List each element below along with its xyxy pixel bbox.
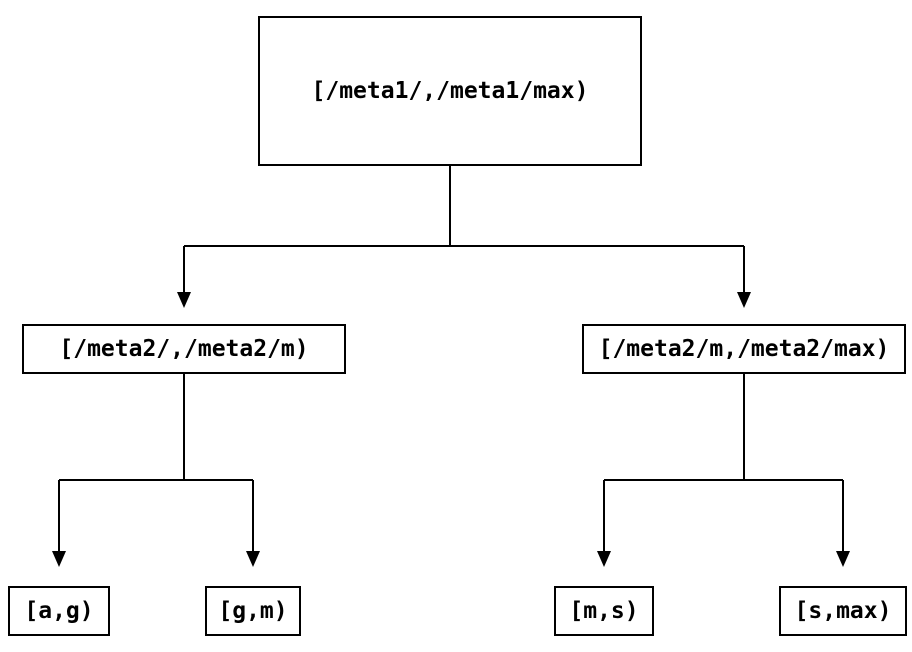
arrowhead-down-icon [52, 551, 66, 567]
tree-leaf-smax-label: [s,max) [794, 598, 892, 624]
tree-leaf-ms-label: [m,s) [569, 598, 639, 624]
tree-leaf-gm: [g,m) [205, 586, 301, 636]
arrowhead-down-icon [597, 551, 611, 567]
tree-node-meta2-left: [/meta2/,/meta2/m) [22, 324, 346, 374]
tree-node-meta2-right: [/meta2/m,/meta2/max) [582, 324, 906, 374]
arrowhead-down-icon [836, 551, 850, 567]
tree-node-root-label: [/meta1/,/meta1/max) [311, 78, 589, 104]
arrowhead-down-icon [246, 551, 260, 567]
edge-left-children [58, 374, 254, 551]
tree-node-root: [/meta1/,/meta1/max) [258, 16, 642, 166]
tree-node-meta2-left-label: [/meta2/,/meta2/m) [59, 336, 309, 362]
edge-right-children [603, 374, 844, 551]
arrowhead-down-icon [177, 292, 191, 308]
tree-leaf-gm-label: [g,m) [218, 598, 288, 624]
arrowhead-down-icon [737, 292, 751, 308]
tree-leaf-ag: [a,g) [8, 586, 110, 636]
tree-node-meta2-right-label: [/meta2/m,/meta2/max) [598, 336, 890, 362]
tree-leaf-smax: [s,max) [779, 586, 907, 636]
edge-root-children [183, 166, 745, 292]
tree-leaf-ag-label: [a,g) [24, 598, 94, 624]
tree-leaf-ms: [m,s) [554, 586, 654, 636]
